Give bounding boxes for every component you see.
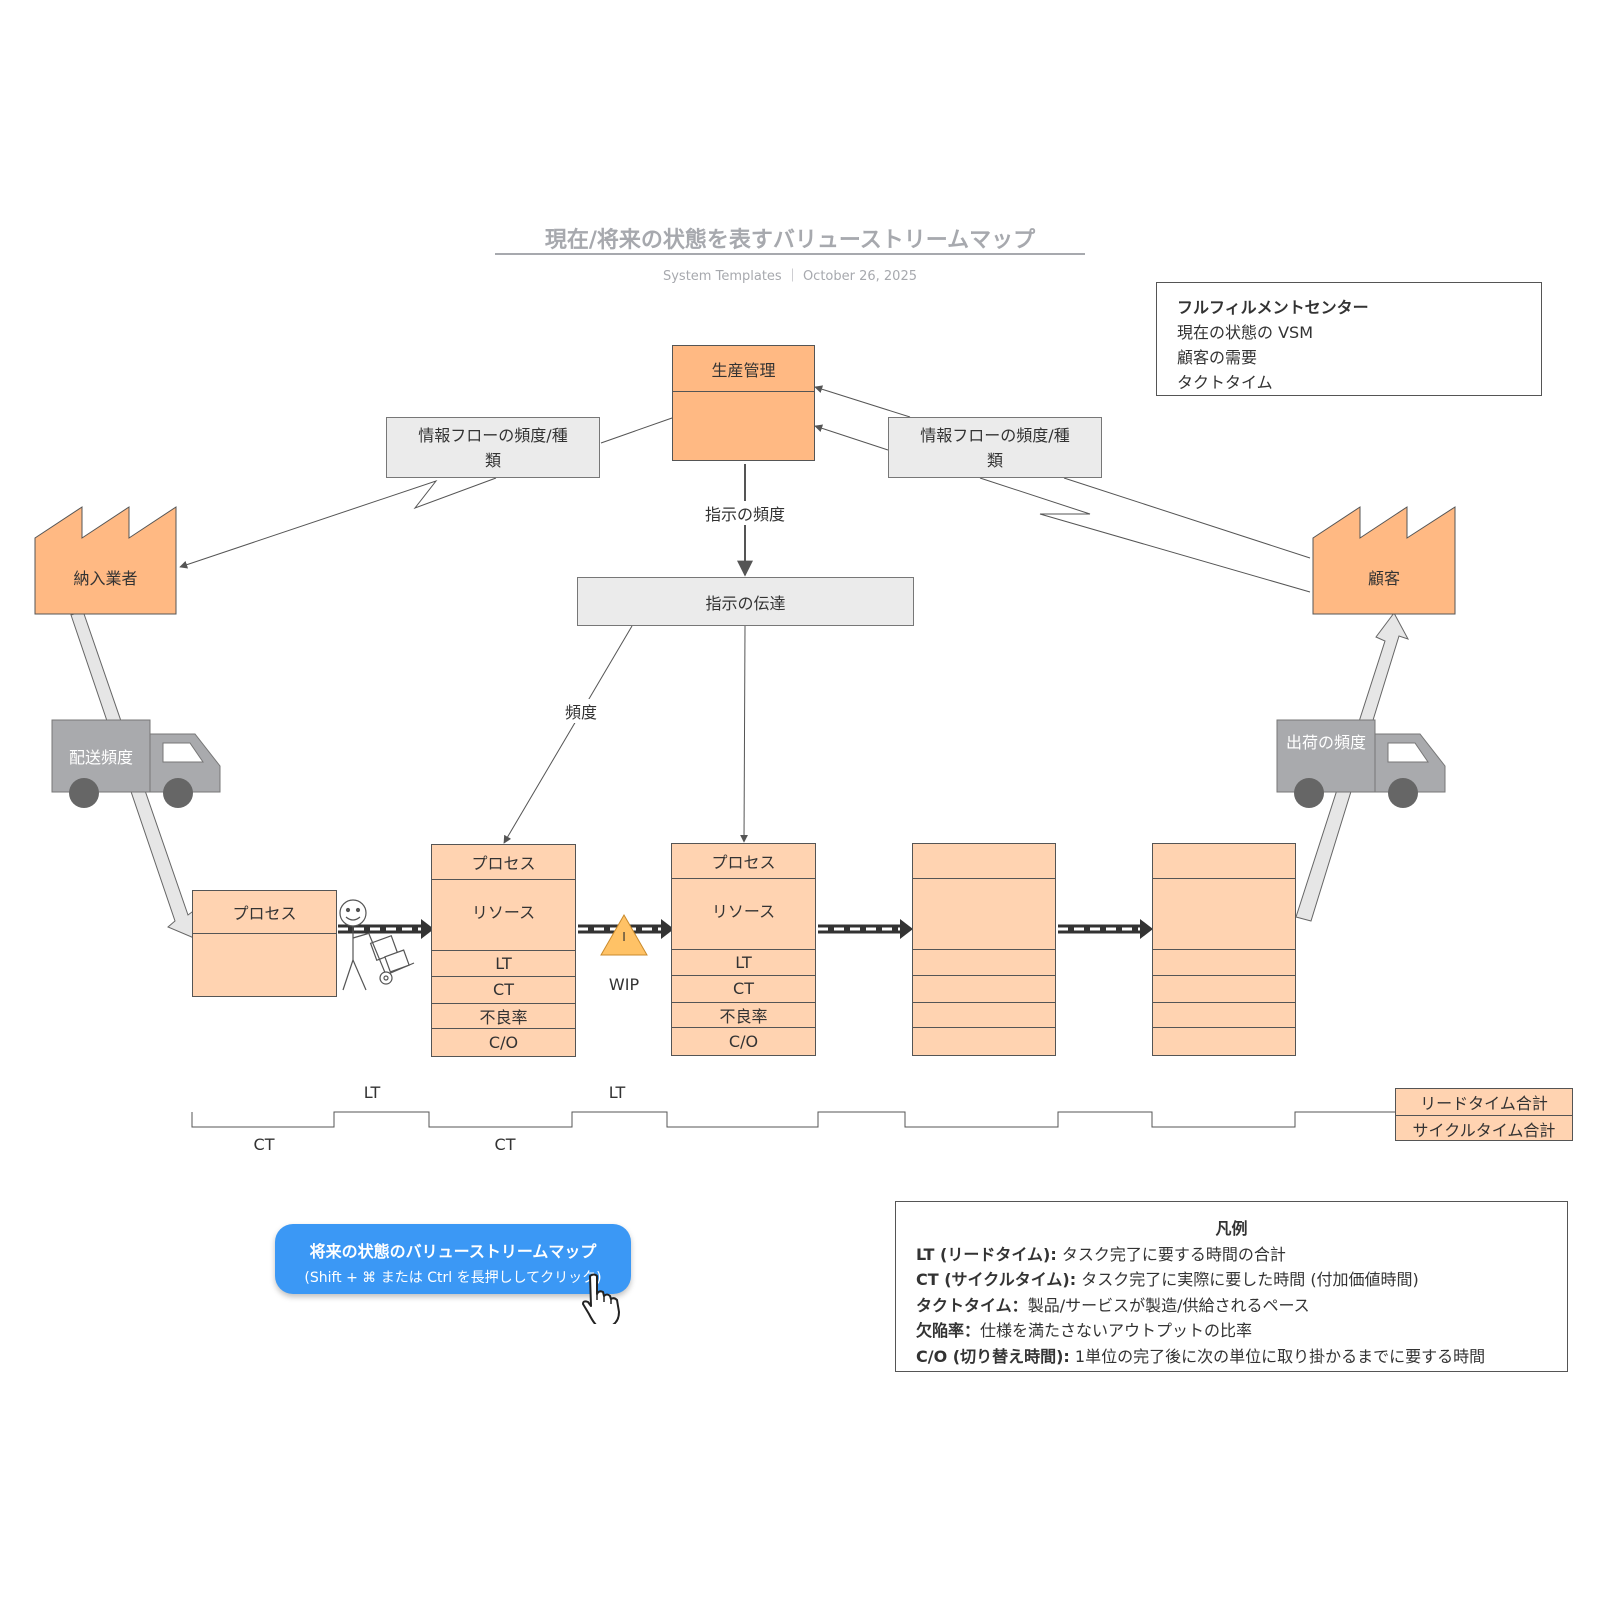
process-metric-lt [913, 950, 1055, 976]
process-resource: リソース [672, 879, 815, 951]
process-resource [1153, 879, 1295, 950]
instruction-frequency-label: 指示の頻度 [695, 501, 795, 525]
process-box-1[interactable]: プロセス リソース LT CT 不良率 C/O [431, 844, 576, 1057]
process-metric-defect [913, 1003, 1055, 1029]
process-metric-ct: CT [432, 977, 575, 1004]
title-underline [495, 253, 1085, 255]
timeline-lt-label: LT [608, 1083, 626, 1102]
legend-heading: 凡例 [1215, 1219, 1248, 1238]
process-title: プロセス [193, 891, 336, 934]
legend-item: タクトタイム：製品/サービスが製造/供給されるペース [916, 1293, 1547, 1319]
customer-label: 顧客 [1367, 569, 1400, 588]
supplier-label: 納入業者 [73, 569, 138, 588]
info-box-line: 顧客の需要 [1177, 348, 1258, 367]
instruction-line [740, 625, 749, 843]
process-metric-lt: LT [432, 951, 575, 977]
legend-term: CT (サイクルタイム): [916, 1270, 1077, 1289]
lead-time-total: リードタイム合計 [1396, 1089, 1572, 1116]
process-title [1153, 844, 1295, 879]
shipping-frequency-label: 出荷の頻度 [1285, 733, 1366, 752]
worker-hand-truck-icon [339, 899, 415, 991]
electronic-info-line-left [179, 417, 673, 569]
info-box-line: タクトタイム [1177, 373, 1273, 392]
process-metric-co [1153, 1028, 1295, 1055]
legend-desc: 1単位の完了後に次の単位に取り掛かるまでに要する時間 [1069, 1346, 1486, 1366]
shipping-truck-icon [1276, 719, 1446, 808]
push-arrow-4 [1058, 919, 1153, 939]
production-control-label: 生産管理 [673, 346, 814, 392]
info-flow-left-box[interactable]: 情報フローの頻度/種類 [386, 417, 600, 478]
wip-inventory-icon [600, 913, 648, 956]
process-title: プロセス [432, 845, 575, 880]
legend-term: 欠陥率： [916, 1321, 981, 1340]
process-metric-lt: LT [672, 950, 815, 976]
process-metric-defect [1153, 1003, 1295, 1029]
customer-factory-icon [1312, 506, 1456, 615]
legend-term: C/O (切り替え時間): [916, 1346, 1070, 1366]
info-box-line: 現在の状態の VSM [1177, 323, 1313, 342]
timeline-ladder [191, 1111, 1395, 1128]
production-control-box[interactable]: 生産管理 [672, 345, 815, 461]
process-box-2[interactable]: プロセス リソース LT CT 不良率 C/O [671, 843, 816, 1056]
wip-label: WIP [608, 975, 640, 994]
legend-box: 凡例 LT (リードタイム): タスク完了に要する時間の合計 CT (サイクルタ… [895, 1201, 1568, 1372]
pointer-hand-icon [582, 1273, 620, 1324]
process-resource: リソース [432, 880, 575, 952]
legend-item: 欠陥率：仕様を満たさないアウトプットの比率 [916, 1318, 1547, 1344]
timeline-lt-label: LT [363, 1083, 381, 1102]
process-metric-ct: CT [672, 976, 815, 1003]
legend-item: CT (サイクルタイム): タスク完了に実際に要した時間 (付加価値時間) [916, 1267, 1547, 1293]
legend-item: C/O (切り替え時間): 1単位の完了後に次の単位に取り掛かるまでに要する時間 [916, 1344, 1547, 1370]
timeline-ct-label: CT [494, 1135, 516, 1154]
electronic-info-line-right [814, 385, 1311, 593]
process-box-4[interactable] [1152, 843, 1296, 1056]
process-metric-defect: 不良率 [672, 1003, 815, 1029]
process-metric-ct [913, 976, 1055, 1003]
process-title [913, 844, 1055, 879]
instruction-transmission-box[interactable]: 指示の伝達 [577, 577, 914, 626]
push-arrow-1 [338, 919, 434, 939]
process-metric-co: C/O [728, 1032, 759, 1052]
future-state-vsm-button[interactable]: 将来の状態のバリューストリームマップ (Shift + ⌘ または Ctrl を… [275, 1224, 631, 1294]
cta-hint: (Shift + ⌘ または Ctrl を長押ししてクリック) [304, 1270, 602, 1286]
timeline-totals-box: リードタイム合計 サイクルタイム合計 [1395, 1088, 1573, 1141]
legend-term: タクトタイム： [916, 1295, 1028, 1315]
legend-desc: タスク完了に実際に要した時間 (付加価値時間) [1076, 1270, 1419, 1289]
supplier-factory-icon [34, 506, 177, 615]
cta-title: 将来の状態のバリューストリームマップ [309, 1242, 597, 1261]
process-metric-ct [1153, 976, 1295, 1003]
process-metric-co [913, 1028, 1055, 1055]
process-metric-co: C/O [488, 1033, 519, 1053]
push-arrow-3 [818, 919, 913, 939]
timeline-ct-label: CT [253, 1135, 275, 1154]
info-box-heading: フルフィルメントセンター [1177, 298, 1369, 317]
process-resource [913, 879, 1055, 950]
page-title: 現在/将来の状態を表すバリューストリームマップ [544, 228, 1036, 253]
frequency-line [503, 625, 633, 844]
process-box-3[interactable] [912, 843, 1056, 1056]
cycle-time-total: サイクルタイム合計 [1412, 1121, 1556, 1140]
info-box: フルフィルメントセンター 現在の状態の VSM 顧客の需要 タクトタイム [1156, 282, 1542, 396]
info-flow-right-box[interactable]: 情報フローの頻度/種類 [888, 417, 1102, 478]
legend-item: LT (リードタイム): タスク完了に要する時間の合計 [916, 1242, 1547, 1268]
legend-desc: 仕様を満たさないアウトプットの比率 [980, 1321, 1253, 1340]
legend-desc: 製品/サービスが製造/供給されるペース [1027, 1295, 1310, 1315]
delivery-truck-icon [51, 719, 221, 808]
legend-term: LT (リードタイム): [916, 1244, 1057, 1264]
frequency-label: 頻度 [556, 699, 606, 723]
legend-desc: タスク完了に要する時間の合計 [1056, 1244, 1286, 1264]
delivery-frequency-label: 配送頻度 [68, 748, 133, 767]
process-metric-lt [1153, 950, 1295, 976]
process-title: プロセス [672, 844, 815, 879]
wip-symbol: I [622, 930, 626, 944]
page-subtitle: System Templates ｜ October 26, 2025 [662, 269, 917, 284]
process-metric-defect: 不良率 [432, 1004, 575, 1030]
process-box-first[interactable]: プロセス [192, 890, 337, 997]
